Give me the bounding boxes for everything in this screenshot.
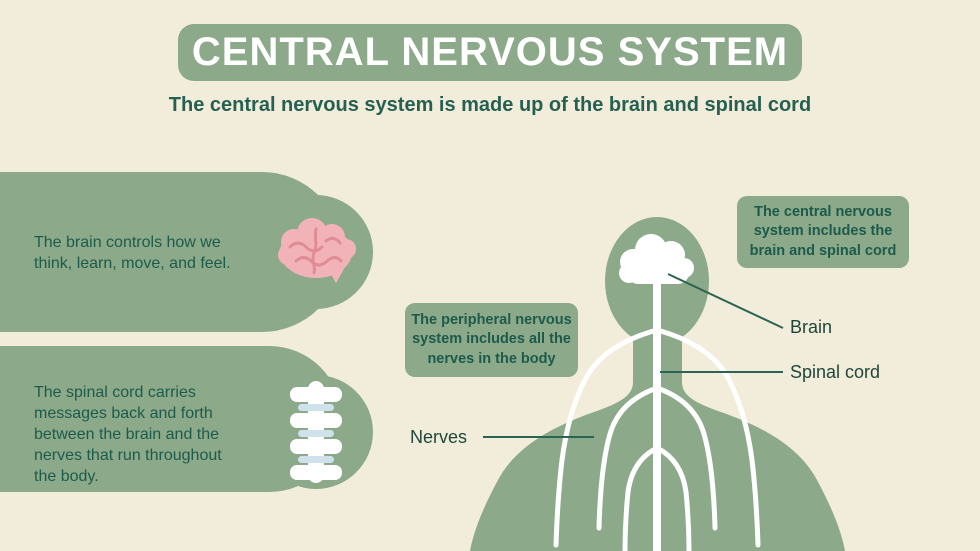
- pointer-line-brain: [667, 273, 784, 329]
- brain-icon-circle: [259, 195, 373, 309]
- nerve-branch: [654, 445, 692, 551]
- page-subtitle: The central nervous system is made up of…: [168, 94, 812, 116]
- nerve-branch: [622, 445, 660, 551]
- label-brain: Brain: [790, 317, 833, 337]
- spine-icon-circle: [259, 375, 373, 489]
- nerve-branch: [654, 327, 761, 548]
- label-spinal-cord: Spinal cord: [790, 362, 881, 382]
- note-central-text: The central nervous system includes the …: [749, 203, 897, 259]
- nerve-branch: [596, 385, 660, 531]
- page-title: CENTRAL NERVOUS SYSTEM: [191, 30, 789, 74]
- note-peripheral-nervous-system: The peripheral nervous system includes a…: [405, 303, 578, 377]
- nerve-branch: [654, 385, 718, 531]
- callout-brain-text: The brain controls how we think, learn, …: [34, 234, 231, 273]
- nerve-network: [553, 280, 761, 551]
- callout-spinal-cord-text: The spinal cord carries messages back an…: [34, 384, 222, 486]
- label-nerves: Nerves: [410, 427, 468, 447]
- brain-icon: [278, 218, 356, 283]
- brain-shape: [619, 234, 694, 284]
- note-central-nervous-system: The central nervous system includes the …: [737, 196, 909, 268]
- spine-icon: [290, 381, 342, 483]
- title-banner: CENTRAL NERVOUS SYSTEM: [178, 24, 802, 81]
- note-peripheral-text: The peripheral nervous system includes a…: [411, 311, 572, 367]
